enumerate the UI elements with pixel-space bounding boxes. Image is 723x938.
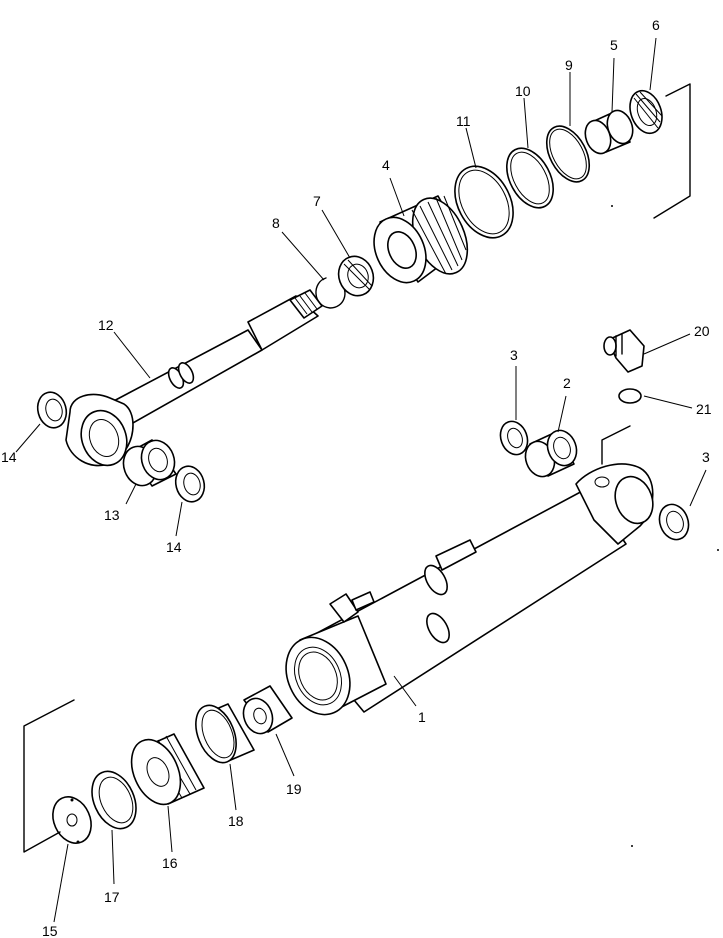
- snap-ring: [315, 277, 346, 309]
- assembly-bracket-upper: [653, 83, 691, 219]
- callout-15: 15: [42, 923, 58, 938]
- callout-19: 19: [286, 781, 302, 797]
- callout-3-left: 3: [510, 347, 518, 363]
- callout-labels: 1 2 3 3 4 5 6 7 8 9 10 11 12 13 14 14 15…: [1, 17, 712, 938]
- callout-20: 20: [694, 323, 710, 339]
- wiper-ring: [629, 89, 663, 135]
- wear-ring: [195, 703, 255, 764]
- callout-17: 17: [104, 889, 120, 905]
- callout-21: 21: [696, 401, 712, 417]
- callout-7: 7: [313, 193, 321, 209]
- o-ring-small: [545, 125, 591, 183]
- callout-8: 8: [272, 215, 280, 231]
- elbow-fitting: [603, 329, 645, 373]
- piston-seal: [91, 770, 137, 830]
- piston-nut: [242, 685, 293, 735]
- callout-5: 5: [610, 37, 618, 53]
- callout-6: 6: [652, 17, 660, 33]
- o-ring-fitting: [618, 388, 642, 404]
- speck-2: [611, 205, 613, 207]
- piston-rod: [65, 289, 323, 467]
- tube-dust-seal-left: [499, 420, 529, 456]
- assembly-bracket-lower: [23, 699, 75, 853]
- end-plate: [52, 796, 92, 844]
- guide-bushing: [584, 109, 634, 155]
- callout-14-right: 14: [166, 539, 182, 555]
- speck-3: [631, 845, 633, 847]
- callout-2: 2: [563, 375, 571, 391]
- port-bracket: [601, 425, 631, 465]
- piston-rod-assembly: [36, 83, 691, 503]
- backup-ring: [506, 147, 554, 209]
- o-ring-large: [454, 165, 514, 239]
- rod-bushing: [122, 439, 177, 487]
- callout-13: 13: [104, 507, 120, 523]
- callout-1: 1: [418, 709, 426, 725]
- callout-12: 12: [98, 317, 114, 333]
- cylinder-tube: [285, 463, 654, 716]
- tube-dust-seal-right: [658, 503, 690, 541]
- cylinder-tube-assembly: [23, 329, 690, 853]
- callout-3-right: 3: [702, 449, 710, 465]
- callout-11: 11: [456, 113, 471, 129]
- callout-16: 16: [162, 855, 178, 871]
- speck-1: [717, 549, 719, 551]
- callout-10: 10: [515, 83, 531, 99]
- callout-14-left: 14: [1, 449, 17, 465]
- leader-lines: [15, 37, 707, 923]
- cylinder-head-gland: [373, 195, 469, 284]
- dust-seal-right: [174, 465, 206, 503]
- dust-seal-left: [36, 391, 68, 429]
- tube-bushing: [524, 429, 578, 478]
- piston: [130, 733, 205, 806]
- rod-seal: [337, 255, 375, 297]
- callout-18: 18: [228, 813, 244, 829]
- callout-4: 4: [382, 157, 390, 173]
- callout-9: 9: [565, 57, 573, 73]
